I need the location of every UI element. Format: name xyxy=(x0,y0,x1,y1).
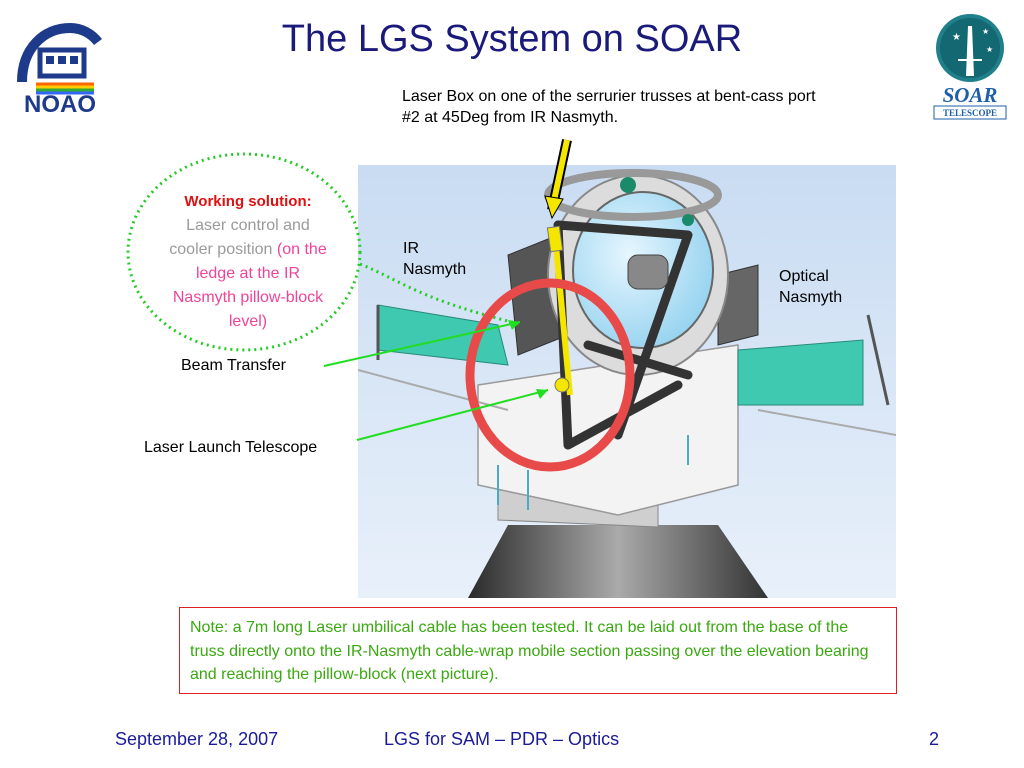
soar-logo-subtext: TELESCOPE xyxy=(943,108,997,118)
ir-nasmyth-label: IR Nasmyth xyxy=(403,238,483,280)
beam-transfer-label: Beam Transfer xyxy=(181,357,286,374)
noao-logo-icon: NOAO xyxy=(17,22,102,116)
ir-nasmyth-text: IR Nasmyth xyxy=(403,240,467,278)
optical-nasmyth-label: Optical Nasmyth xyxy=(779,266,869,308)
svg-text:★: ★ xyxy=(982,27,989,36)
soar-telescope-logo-icon: ★ ★ ★ SOAR TELESCOPE xyxy=(933,14,1007,120)
slide-title: The LGS System on SOAR xyxy=(281,18,743,60)
laser-box-label: Laser Box on one of the serrurier trusse… xyxy=(402,88,816,126)
footer-title: LGS for SAM – PDR – Optics xyxy=(384,729,620,749)
telescope-rendering-image xyxy=(358,165,896,598)
working-solution-heading: Working solution: xyxy=(184,193,312,210)
laser-launch-telescope-label: Laser Launch Telescope xyxy=(144,439,318,456)
svg-text:★: ★ xyxy=(986,45,993,54)
note-box: Note: a 7m long Laser umbilical cable ha… xyxy=(179,607,897,694)
noao-logo-text: NOAO xyxy=(24,91,96,116)
optical-nasmyth-text: Optical Nasmyth xyxy=(779,268,843,306)
footer-date: September 28, 2007 xyxy=(115,729,279,749)
svg-text:★: ★ xyxy=(952,32,961,43)
footer-page-number: 2 xyxy=(929,729,940,749)
soar-logo-text: SOAR xyxy=(943,83,998,107)
working-solution-callout: Working solution: Laser control and cool… xyxy=(168,190,328,334)
